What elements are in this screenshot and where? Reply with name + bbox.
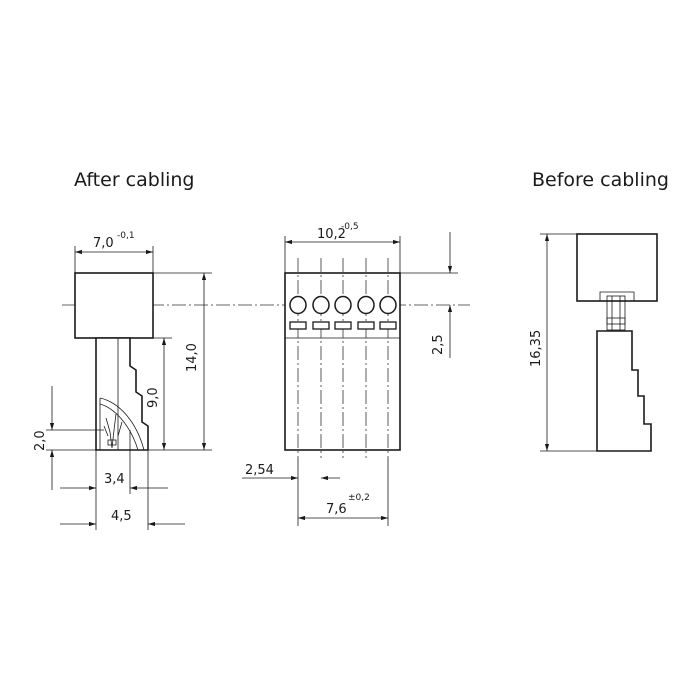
tol-front-width: -0,5 [341,222,359,232]
after-cabling-heading: After cabling [74,169,194,191]
dim-total-height: 14,0 [185,343,200,372]
before-top-block [576,233,658,302]
contact-hole [379,295,397,315]
before-cabling-view: 16,35 [529,233,658,452]
dim-width-4-5: 4,5 [111,509,132,524]
tol-top-width: -0,1 [117,231,135,241]
after-wedge-curve-2 [99,403,139,451]
contact-slot [334,321,352,330]
dim-lower-height: 9,0 [146,387,161,408]
dim-width-3-4: 3,4 [104,472,125,487]
dim-hole-offset: 2,5 [431,334,446,355]
contact-hole [289,295,307,315]
before-pin-band [606,317,626,325]
contact-foot [107,439,117,446]
contact-prong-icon [103,413,123,449]
dim-small-height: 2,0 [33,430,48,451]
after-lower-body [95,337,149,451]
after-cabling-view: 7,0 -0,1 14,0 9,0 2,0 3,4 4,5 [33,231,212,530]
contact-hole [334,295,352,315]
dim-pitch: 2,54 [245,463,274,478]
dim-top-width: 7,0 [93,236,114,251]
after-wedge-curve [99,397,145,451]
contact-slot [357,321,375,330]
front-view: 10,2 -0,5 2,5 2,54 7,6 ±0,2 [242,222,458,526]
before-lower-body [596,330,652,452]
dim-before-height: 16,35 [529,330,544,367]
contact-hole [312,295,330,315]
before-neck [599,291,635,301]
contact-slot [312,321,330,330]
contact-hole [357,295,375,315]
dim-span: 7,6 [326,502,347,517]
contact-slot [289,321,307,330]
before-cabling-heading: Before cabling [532,169,669,191]
contact-slot [379,321,397,330]
tol-span: ±0,2 [348,493,370,503]
dim-front-width: 10,2 [317,227,346,242]
after-top-block [74,272,154,339]
before-pin-outer [606,295,626,331]
